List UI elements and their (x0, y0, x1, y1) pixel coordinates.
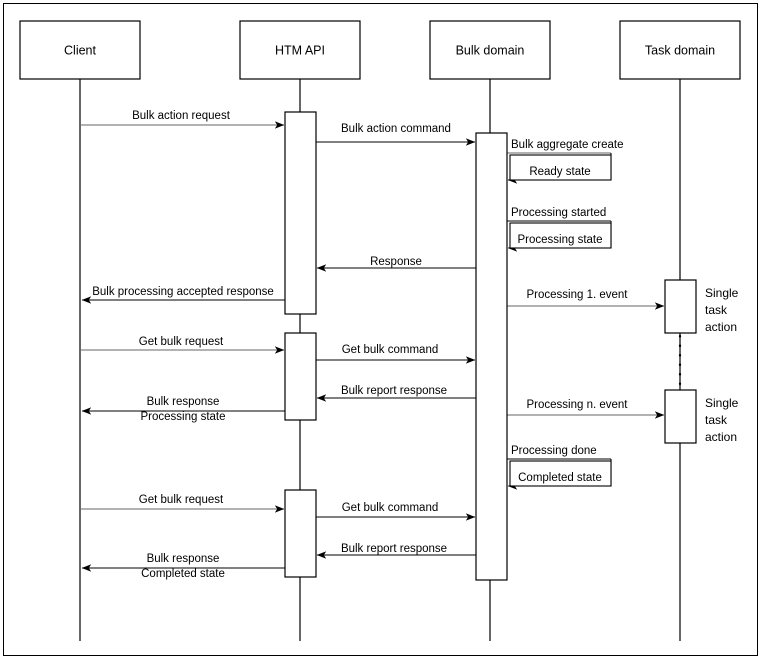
self-message-return-label-self-1: Ready state (529, 166, 590, 178)
activation-task-activation-2 (664, 389, 697, 444)
participant-client[interactable]: Client (19, 20, 141, 80)
activations-layer (284, 111, 697, 581)
self-label-box (509, 222, 612, 249)
note-line: task (705, 303, 728, 317)
note-line: action (705, 430, 737, 444)
self-label-box (509, 460, 612, 487)
self-messages-layer (507, 152, 612, 490)
activation-bulk-activation-1 (475, 132, 508, 581)
participant-box-task_domain[interactable] (619, 20, 741, 80)
activation-htm-activation-1 (284, 111, 317, 315)
note-note-2: Single task action (705, 396, 739, 444)
message-label-m1: Bulk action request (132, 110, 231, 122)
participant-htm_api[interactable]: HTM API (239, 20, 361, 80)
message-label-m5: Get bulk request (139, 336, 224, 348)
note-note-1: Single task action (705, 286, 739, 334)
activation-htm-activation-3 (284, 489, 317, 578)
messages-layer (81, 121, 665, 572)
self-message-self-3 (507, 458, 612, 490)
diagram-frame (3, 3, 758, 656)
activation-htm-activation-2 (284, 332, 317, 421)
participants-layer: Client HTM API Bulk domain Task domain (19, 20, 741, 80)
participant-box-htm_api[interactable] (239, 20, 361, 80)
note-line: action (705, 320, 737, 334)
participant-label-task_domain: Task domain (645, 43, 715, 57)
participant-label-bulk_domain: Bulk domain (456, 43, 525, 57)
message-label-m8: Get bulk request (139, 494, 224, 506)
message-label-m-resp-2-line1: Bulk response (147, 553, 220, 565)
participant-task_domain[interactable]: Task domain (619, 20, 741, 80)
self-message-out-label-self-1: Bulk aggregate create (511, 139, 624, 151)
message-label-m7: Bulk report response (341, 385, 447, 397)
message-label-m9: Get bulk command (342, 502, 439, 514)
note-line: Single (705, 396, 739, 410)
message-label-m-resp-1-line2: Processing state (140, 411, 225, 423)
participant-bulk_domain[interactable]: Bulk domain (429, 20, 551, 80)
message-label-m-resp-1-line1: Bulk response (147, 396, 220, 408)
self-message-out-label-self-2: Processing started (511, 207, 606, 219)
participant-label-client: Client (64, 43, 96, 57)
self-label-box (509, 154, 612, 181)
self-message-self-2 (507, 220, 612, 252)
self-message-out-label-self-3: Processing done (511, 445, 597, 457)
message-label-m10: Bulk report response (341, 543, 447, 555)
message-label-m4: Bulk processing accepted response (92, 286, 274, 298)
message-label-m2: Bulk action command (341, 123, 451, 135)
note-line: task (705, 413, 728, 427)
message-label-m-resp-2-line2: Completed state (141, 568, 225, 580)
participant-label-htm_api: HTM API (275, 43, 325, 57)
self-message-self-1 (507, 152, 612, 184)
message-label-m12: Processing n. event (526, 399, 628, 411)
activation-task-activation-1 (664, 279, 697, 334)
message-label-m11: Processing 1. event (526, 289, 628, 301)
message-label-m6: Get bulk command (342, 344, 439, 356)
note-line: Single (705, 286, 739, 300)
self-message-return-label-self-2: Processing state (517, 234, 602, 246)
participant-box-client[interactable] (19, 20, 141, 80)
participant-box-bulk_domain[interactable] (429, 20, 551, 80)
message-label-m3: Response (370, 256, 422, 268)
self-message-return-label-self-3: Completed state (518, 472, 602, 484)
